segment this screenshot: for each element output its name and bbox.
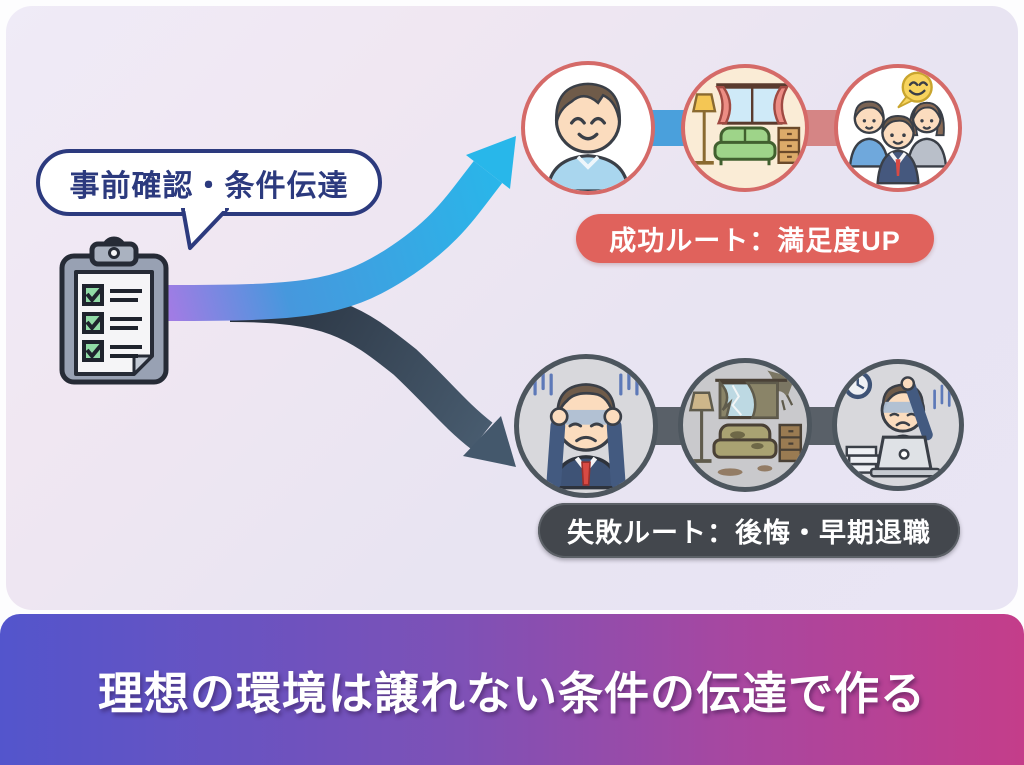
failure-step-worker: [832, 359, 964, 491]
cozy-room-icon: [691, 83, 801, 166]
conclusion-banner: 理想の環境は譲れない条件の伝達で作る: [0, 614, 1024, 765]
overworked-person-icon: [843, 370, 951, 478]
stressed-person-icon: [533, 368, 639, 490]
failure-route-label: 失敗ルート：後悔・早期退職: [567, 518, 931, 548]
success-route-label: 成功ルート：満足度UP: [609, 226, 901, 256]
success-step-person: [521, 61, 655, 195]
success-step-room: [681, 64, 809, 192]
ruined-room-icon: [688, 370, 803, 476]
conclusion-text: 理想の環境は譲れない条件の伝達で作る: [97, 668, 926, 719]
success-step-team: [834, 64, 962, 192]
checklist-clipboard-icon: [59, 236, 169, 385]
happy-team-icon: [848, 71, 948, 185]
speech-bubble-label: 事前確認・条件伝達: [69, 169, 349, 203]
happy-person-icon: [546, 82, 630, 191]
failure-route-badge: 失敗ルート：後悔・早期退職: [538, 503, 960, 558]
failure-step-person: [514, 354, 658, 498]
failure-step-room: [678, 358, 812, 492]
success-route-badge: 成功ルート：満足度UP: [576, 214, 934, 263]
speech-bubble-tail: [181, 208, 229, 250]
speech-bubble: 事前確認・条件伝達: [36, 149, 382, 216]
